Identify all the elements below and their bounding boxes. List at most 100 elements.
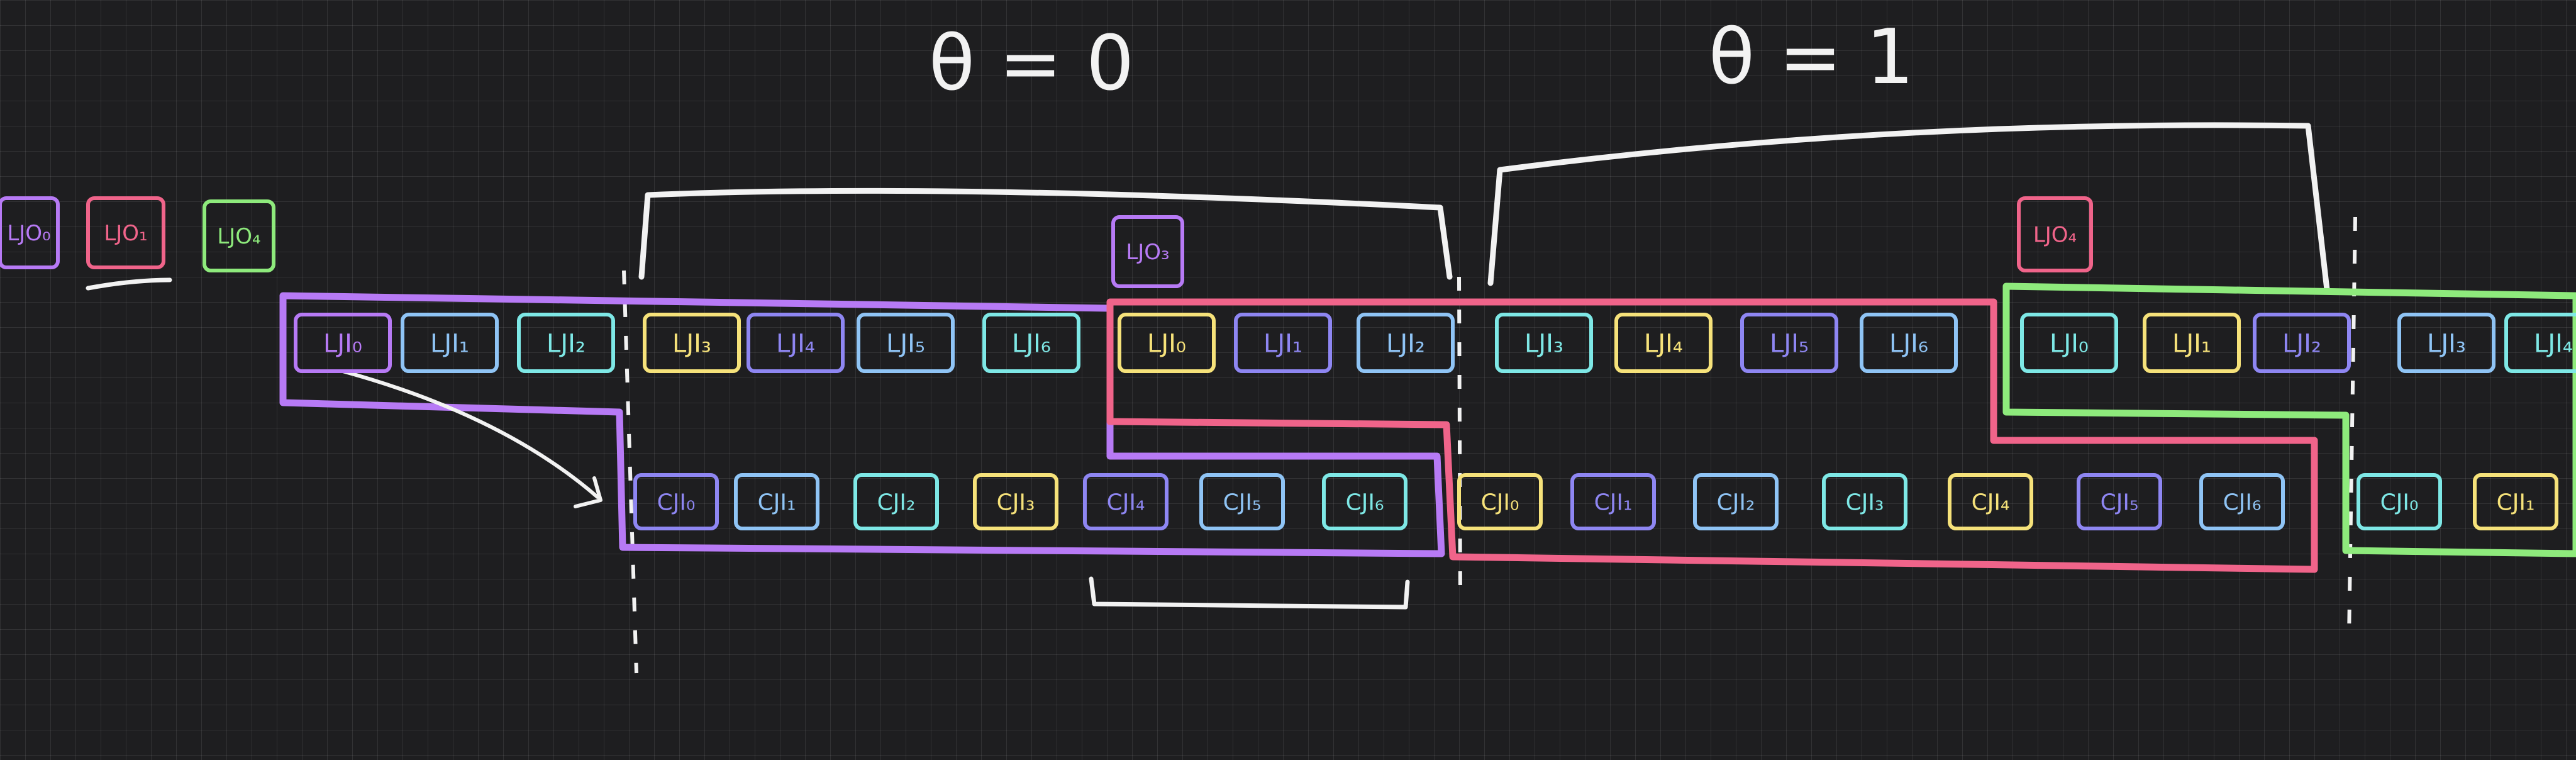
lji-input-box-outline bbox=[1614, 313, 1713, 373]
lji-input-box: LJI₀ bbox=[294, 313, 392, 373]
lji-input-box: LJI₃ bbox=[1495, 313, 1593, 373]
cji-input-label: CJI₀ bbox=[1481, 489, 1519, 515]
lji-input-box-outline bbox=[2253, 313, 2351, 373]
lji-input-box-outline bbox=[1357, 313, 1455, 373]
lji-input-label: LJI₀ bbox=[1147, 329, 1186, 358]
lji-input-label: LJI₁ bbox=[1263, 329, 1302, 358]
cji-input-box-outline bbox=[973, 473, 1058, 530]
arrowhead bbox=[574, 476, 602, 508]
theta-1-bracket bbox=[1487, 122, 2330, 293]
theta-0-bracket bbox=[638, 187, 1453, 280]
cji-input-label: CJI₆ bbox=[2223, 489, 2262, 515]
ljo-output-box-outline bbox=[2017, 196, 2093, 272]
lji-input-box: LJI₄ bbox=[1614, 313, 1713, 373]
cji-input-label: CJI₀ bbox=[657, 489, 696, 515]
cji-input-box: CJI₄ bbox=[1948, 473, 2033, 530]
separator-line bbox=[2347, 216, 2357, 639]
ljo-output-box: LJO₀ bbox=[0, 196, 60, 269]
cji-input-box: CJI₄ bbox=[1083, 473, 1169, 530]
theta-0-title: θ = 0 bbox=[929, 20, 1135, 108]
ljo-output-label: LJO₀ bbox=[7, 221, 50, 246]
ljo-output-box: LJO₄ bbox=[203, 199, 275, 272]
lji-input-box-outline bbox=[2397, 313, 2496, 373]
lji-input-box: LJI₀ bbox=[1118, 313, 1216, 373]
lji-input-box-outline bbox=[401, 313, 499, 373]
lji-input-box: LJI₅ bbox=[857, 313, 955, 373]
lji-input-box: LJI₂ bbox=[517, 313, 615, 373]
lji-input-box: LJI₀ bbox=[2020, 313, 2118, 373]
lji-input-box-outline bbox=[2020, 313, 2118, 373]
lji-input-box: LJI₄ bbox=[2504, 313, 2576, 373]
separator-line bbox=[1457, 276, 1462, 605]
cji-input-box-outline bbox=[633, 473, 719, 530]
green-group-outline bbox=[2002, 282, 2576, 557]
lji-input-box-outline bbox=[517, 313, 615, 373]
cji-input-box-outline bbox=[1948, 473, 2033, 530]
lji-input-label: LJI₅ bbox=[1770, 329, 1809, 358]
cji-input-box: CJI₁ bbox=[2473, 473, 2558, 530]
cji-input-box: CJI₃ bbox=[973, 473, 1058, 530]
lji-input-label: LJI₀ bbox=[323, 329, 362, 358]
lji-input-label: LJI₆ bbox=[1012, 329, 1051, 358]
cji-input-label: CJI₆ bbox=[1346, 489, 1384, 515]
cji-input-label: CJI₅ bbox=[2101, 489, 2139, 515]
lji-input-label: LJI₁ bbox=[430, 329, 469, 358]
lji-input-label: LJI₁ bbox=[2172, 329, 2211, 358]
lji-row: LJI₀ LJI₁ LJI₂ LJI₃ LJI₄ LJI₅ LJI₆ LJI₀ LJI₁ LJI₂… bbox=[294, 313, 2576, 373]
cji-input-box-outline bbox=[734, 473, 819, 530]
cji-input-label: CJI₄ bbox=[1107, 489, 1145, 515]
cji-input-label: CJI₃ bbox=[997, 489, 1035, 515]
lji-input-label: LJI₅ bbox=[886, 329, 925, 358]
cji-input-label: CJI₃ bbox=[1846, 489, 1884, 515]
lji-input-box: LJI₆ bbox=[982, 313, 1080, 373]
cji-input-box-outline bbox=[2077, 473, 2162, 530]
lji-input-label: LJI₆ bbox=[1889, 329, 1928, 358]
label-underline bbox=[86, 277, 172, 291]
lji-input-box-outline bbox=[2504, 313, 2576, 373]
lji-input-box: LJI₁ bbox=[2143, 313, 2241, 373]
cji-input-box-outline bbox=[2357, 473, 2442, 530]
lji-input-label: LJI₂ bbox=[1386, 329, 1425, 358]
lji-input-label: LJI₂ bbox=[547, 329, 586, 358]
lji-input-label: LJI₄ bbox=[2534, 329, 2573, 358]
lji-input-box: LJI₃ bbox=[643, 313, 741, 373]
cji-input-label: CJI₁ bbox=[1594, 489, 1633, 515]
lji-input-box: LJI₃ bbox=[2397, 313, 2496, 373]
mapping-arrow bbox=[341, 369, 599, 499]
separator-line bbox=[622, 270, 638, 674]
lji-input-box-outline bbox=[982, 313, 1080, 373]
cji-input-box: CJI₆ bbox=[1322, 473, 1407, 530]
cji-input-box: CJI₁ bbox=[1570, 473, 1656, 530]
lji-input-box: LJI₆ bbox=[1860, 313, 1958, 373]
lji-input-box-outline bbox=[294, 313, 392, 373]
lji-input-box-outline bbox=[747, 313, 845, 373]
ljo-output-box-outline bbox=[1111, 215, 1184, 288]
cji-input-box: CJI₁ bbox=[734, 473, 819, 530]
ljo-output-label: LJO₁ bbox=[104, 221, 147, 246]
cji-input-box: CJI₂ bbox=[853, 473, 939, 530]
ljo-output-box-outline bbox=[203, 199, 275, 272]
lji-input-box-outline bbox=[1118, 313, 1216, 373]
theta-1-title: θ = 1 bbox=[1709, 14, 1914, 101]
pink-group-outline bbox=[1106, 298, 2318, 573]
lji-input-label: LJI₃ bbox=[1524, 329, 1563, 358]
lji-input-label: LJI₃ bbox=[672, 329, 711, 358]
cji-input-label: CJI₅ bbox=[1223, 489, 1262, 515]
cji-input-box-outline bbox=[1083, 473, 1169, 530]
cji-input-label: CJI₁ bbox=[758, 489, 796, 515]
lji-input-box-outline bbox=[1234, 313, 1332, 373]
ljo-output-label: LJO₄ bbox=[217, 224, 260, 249]
lji-input-box: LJI₄ bbox=[747, 313, 845, 373]
cji-input-box: CJI₃ bbox=[1822, 473, 1907, 530]
lji-input-box-outline bbox=[1495, 313, 1593, 373]
cji-input-box: CJI₆ bbox=[2199, 473, 2285, 530]
lji-input-box: LJI₁ bbox=[401, 313, 499, 373]
lji-input-label: LJI₄ bbox=[776, 329, 815, 358]
cji-input-box: CJI₅ bbox=[1199, 473, 1285, 530]
cji-input-box-outline bbox=[1822, 473, 1907, 530]
lji-input-label: LJI₀ bbox=[2050, 329, 2089, 358]
cji-input-box: CJI₀ bbox=[633, 473, 719, 530]
